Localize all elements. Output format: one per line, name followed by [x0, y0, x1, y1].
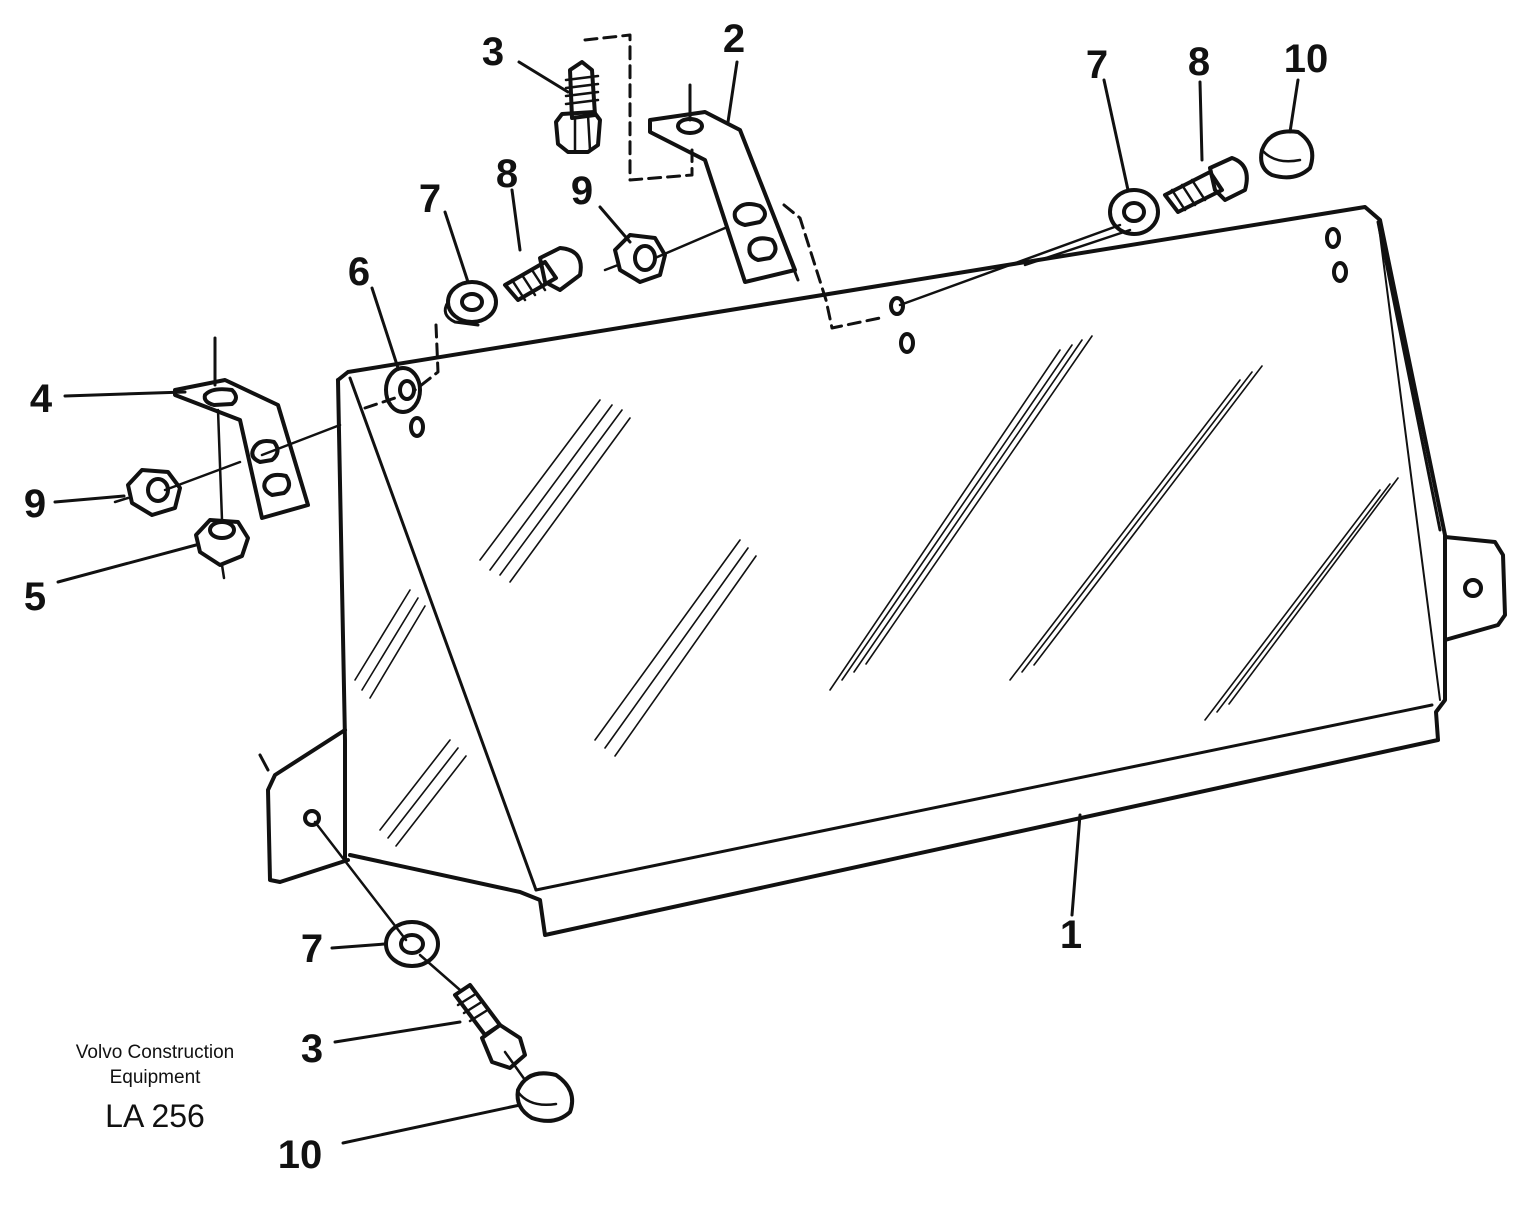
credit-company: Volvo Construction — [75, 1042, 235, 1063]
callout-3-bottom: 3 — [301, 1027, 323, 1071]
callout-4: 4 — [30, 377, 53, 421]
nut-lower-left — [194, 518, 250, 580]
bracket-upper — [648, 83, 800, 284]
cap-right — [1259, 129, 1315, 180]
bolt-mid — [503, 246, 583, 302]
callout-7-right: 7 — [1086, 43, 1108, 87]
credit-division: Equipment — [109, 1067, 201, 1088]
callout-9-mid: 9 — [571, 169, 593, 213]
drawing-credit: Volvo Construction Equipment LA 256 — [40, 1040, 270, 1138]
screw-bottom — [453, 983, 527, 1070]
screw-top — [554, 60, 602, 154]
callout-labels: 3 2 7 8 10 7 8 9 6 4 9 5 1 7 3 10 — [24, 17, 1328, 1177]
washer-bottom — [384, 920, 440, 968]
bracket-left — [173, 336, 310, 522]
callout-10-bottom: 10 — [278, 1133, 323, 1177]
callout-7-bottom: 7 — [301, 927, 323, 971]
callout-7-mid: 7 — [419, 177, 441, 221]
alignment-lines — [163, 223, 1132, 1082]
callout-8-mid: 8 — [496, 152, 518, 196]
bolt-right — [1163, 156, 1249, 214]
leader-lines — [53, 60, 1300, 1145]
drawing-code: LA 256 — [105, 1098, 205, 1134]
glass-panel — [258, 205, 1507, 937]
washer-right — [1108, 188, 1160, 236]
callout-8-right: 8 — [1188, 40, 1210, 84]
callout-10-right: 10 — [1284, 37, 1329, 81]
callout-2: 2 — [723, 17, 745, 61]
washer-mid — [443, 280, 498, 327]
callout-3-top: 3 — [482, 30, 504, 74]
callout-1: 1 — [1060, 913, 1082, 957]
callout-5: 5 — [24, 575, 46, 619]
callout-6: 6 — [348, 250, 370, 294]
glass-reflection-hatching — [354, 335, 1399, 847]
assembly-dashed-lines — [363, 33, 882, 410]
nut-left — [113, 468, 182, 517]
cap-bottom — [515, 1071, 575, 1123]
callout-9-left: 9 — [24, 482, 46, 526]
